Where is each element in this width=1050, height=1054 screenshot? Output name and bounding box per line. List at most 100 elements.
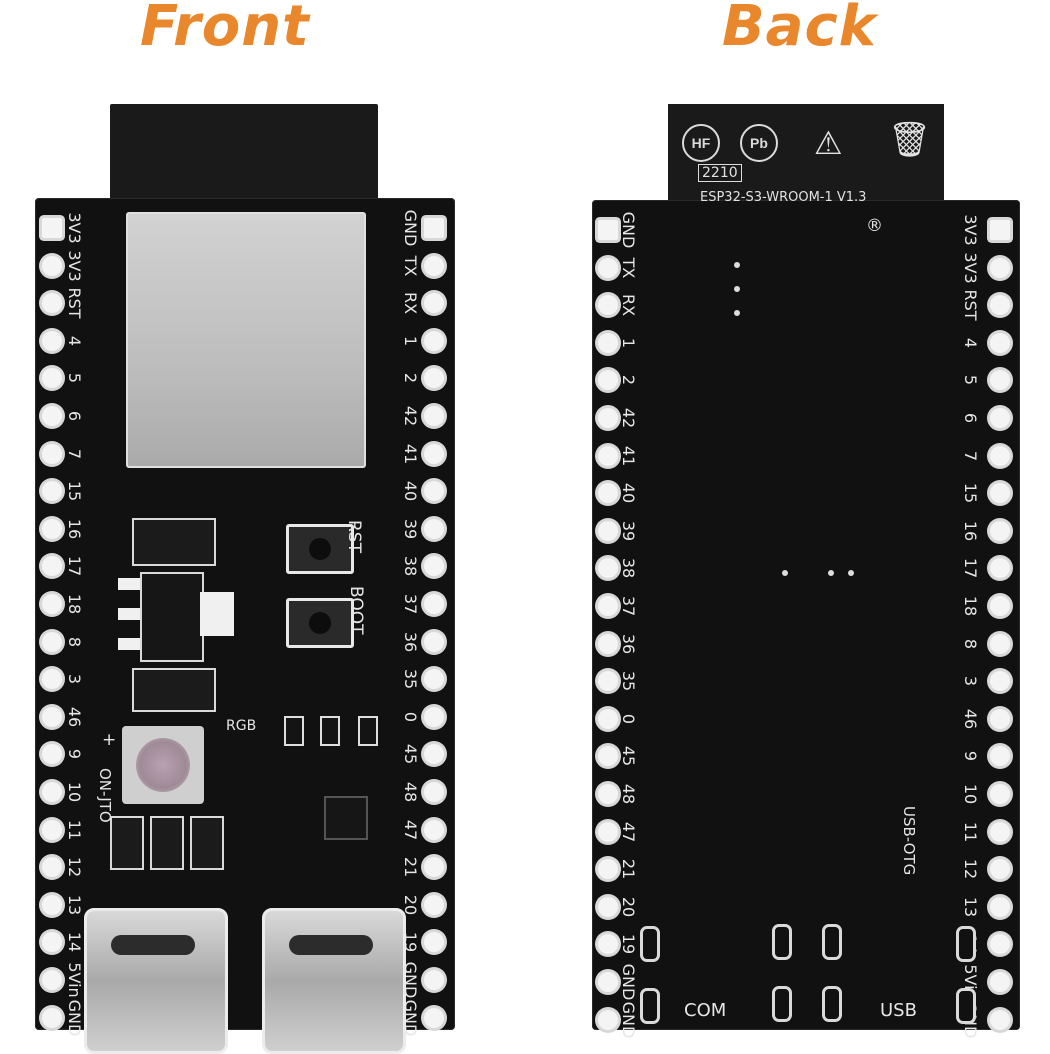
front-right-pin [424, 481, 444, 502]
back-right-pin [990, 596, 1010, 616]
hf-logo: HF [682, 124, 720, 162]
front-left-pin [42, 518, 62, 539]
back-right-pin [990, 859, 1010, 880]
front-left-pin [42, 481, 62, 502]
component-b [150, 816, 184, 870]
component-a [110, 816, 144, 870]
front-right-pin [424, 293, 444, 314]
usb-c-port-2[interactable] [262, 908, 406, 1054]
front-right-pin [424, 218, 444, 238]
back-left-pin [598, 445, 618, 466]
back-board [592, 200, 1020, 1030]
front-left-pin [42, 932, 62, 953]
front-right-pin [424, 556, 444, 577]
wifi-module-shield [126, 212, 366, 468]
esd-warning-icon: ⚠ [814, 124, 843, 162]
back-left-pin [598, 596, 618, 616]
front-left-pin [42, 368, 62, 389]
back-left-pin-label: GND [619, 1001, 638, 1038]
usb-c-port-1[interactable] [84, 908, 228, 1054]
jtag-label: ON-JTO [96, 768, 114, 823]
front-right-pin [424, 330, 444, 351]
back-left-pin [598, 746, 618, 767]
back-right-pin [990, 220, 1010, 240]
front-right-pin [424, 744, 444, 765]
module-label: HF Pb 2210 ⚠ 🗑 [678, 118, 934, 192]
front-right-pin [424, 970, 444, 990]
back-right-pin [990, 934, 1010, 955]
regulator-cap [132, 518, 216, 566]
ldo-regulator [140, 572, 204, 662]
front-left-pin [42, 894, 62, 915]
front-left-pin [42, 669, 62, 690]
back-left-pin [598, 558, 618, 579]
front-left-pin [42, 631, 62, 652]
back-left-pin [598, 671, 618, 692]
front-left-pin [42, 706, 62, 727]
led-3 [358, 716, 378, 746]
rgb-led [122, 726, 204, 804]
front-right-pin [424, 669, 444, 690]
front-left-pin [42, 594, 62, 614]
back-right-pin [990, 821, 1010, 842]
back-left-pin [598, 708, 618, 729]
front-left-pin [42, 782, 62, 802]
front-heading: Front [140, 0, 310, 59]
back-right-pin [990, 558, 1010, 579]
front-right-pin [424, 894, 444, 915]
back-right-pin [990, 332, 1010, 353]
front-left-pin [42, 293, 62, 314]
back-left-pin [598, 483, 618, 504]
back-right-pin [990, 295, 1010, 316]
back-left-pin [598, 859, 618, 880]
back-right-pin [990, 408, 1010, 428]
front-left-pin [42, 819, 62, 840]
back-left-pin [598, 896, 618, 917]
front-right-pin [424, 631, 444, 652]
back-right-pin [990, 1009, 1010, 1030]
com-label: COM [684, 1000, 727, 1021]
back-left-pin [598, 520, 618, 541]
back-right-pin [990, 671, 1010, 692]
back-left-pin [598, 972, 618, 992]
boot-label: BOOT [346, 586, 366, 635]
front-right-pin [424, 782, 444, 802]
front-left-pin [42, 1007, 62, 1028]
module-model: ESP32-S3-WROOM-1 V1.3 [700, 190, 867, 205]
back-right-pin [990, 520, 1010, 541]
back-right-pin [990, 746, 1010, 767]
front-left-pin [42, 330, 62, 351]
back-right-pin [990, 896, 1010, 917]
rgb-label: RGB [226, 718, 257, 734]
front-right-pin [424, 819, 444, 840]
weee-bin-icon: 🗑 [888, 120, 932, 160]
front-right-pin [424, 1007, 444, 1028]
boot-button[interactable] [286, 598, 354, 648]
component-c [190, 816, 224, 870]
back-right-pin [990, 257, 1010, 278]
front-right-pin [424, 932, 444, 953]
front-right-pin [424, 406, 444, 426]
front-left-pin [42, 406, 62, 426]
back-right-pin [990, 483, 1010, 504]
back-right-pin [990, 445, 1010, 466]
front-right-pin [424, 857, 444, 878]
date-code: 2210 [698, 164, 742, 182]
back-left-pin [598, 220, 618, 240]
front-right-pin [424, 368, 444, 389]
rst-button[interactable] [286, 524, 354, 574]
usb-label: USB [880, 1000, 917, 1021]
front-right-pin [424, 518, 444, 539]
back-left-pin [598, 1009, 618, 1030]
front-left-pin [42, 744, 62, 765]
back-heading: Back [722, 0, 877, 59]
front-left-pin [42, 255, 62, 276]
usb-otg-label: USB-OTG [900, 806, 918, 876]
usb-bridge-chip [324, 796, 368, 840]
back-right-pin [990, 633, 1010, 654]
back-left-pin [598, 934, 618, 955]
front-left-pin [42, 443, 62, 464]
back-right-pin [990, 708, 1010, 729]
front-right-pin [424, 706, 444, 727]
back-left-pin [598, 633, 618, 654]
